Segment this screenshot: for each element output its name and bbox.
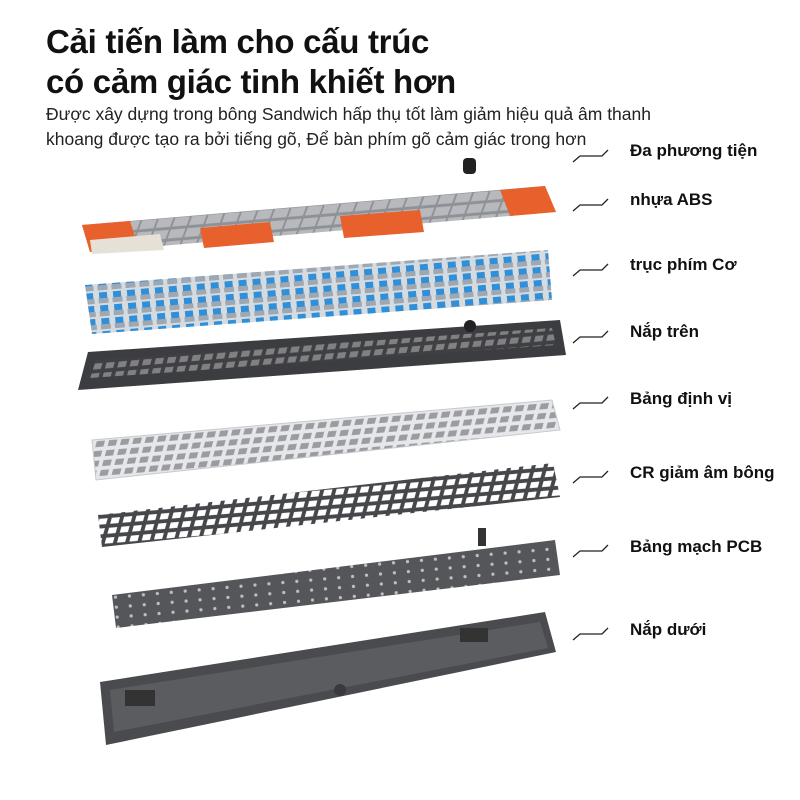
pcb-layer — [112, 528, 560, 628]
plate-layer — [91, 399, 561, 481]
label-positioning-plate: Bảng định vị — [630, 389, 732, 408]
description-line-1: Được xây dựng trong bông Sandwich hấp th… — [46, 104, 651, 124]
label-top-case: Nắp trên — [630, 322, 699, 341]
label-multimedia: Đa phương tiện — [630, 141, 758, 160]
page-title-line-1: Cải tiến làm cho cấu trúc — [46, 23, 430, 60]
switches-layer — [85, 250, 552, 334]
media-knob — [463, 158, 476, 174]
label-abs-plastic: nhựa ABS — [630, 190, 713, 209]
top-case-layer — [78, 320, 566, 390]
description-line-2: khoang được tạo ra bởi tiếng gõ, Để bàn … — [46, 129, 587, 149]
foam-layer — [98, 463, 560, 547]
keycaps-layer — [82, 158, 556, 254]
label-bottom-case: Nắp dưới — [630, 620, 707, 639]
page-title-line-2: có cảm giác tinh khiết hơn — [46, 63, 456, 100]
leader-lines — [572, 149, 609, 641]
label-pcb: Bảng mạch PCB — [630, 537, 763, 556]
bottom-case-layer — [100, 612, 556, 745]
label-cr-foam: CR giảm âm bông — [630, 463, 775, 482]
label-mechanical-switches: trục phím Cơ — [630, 255, 737, 274]
